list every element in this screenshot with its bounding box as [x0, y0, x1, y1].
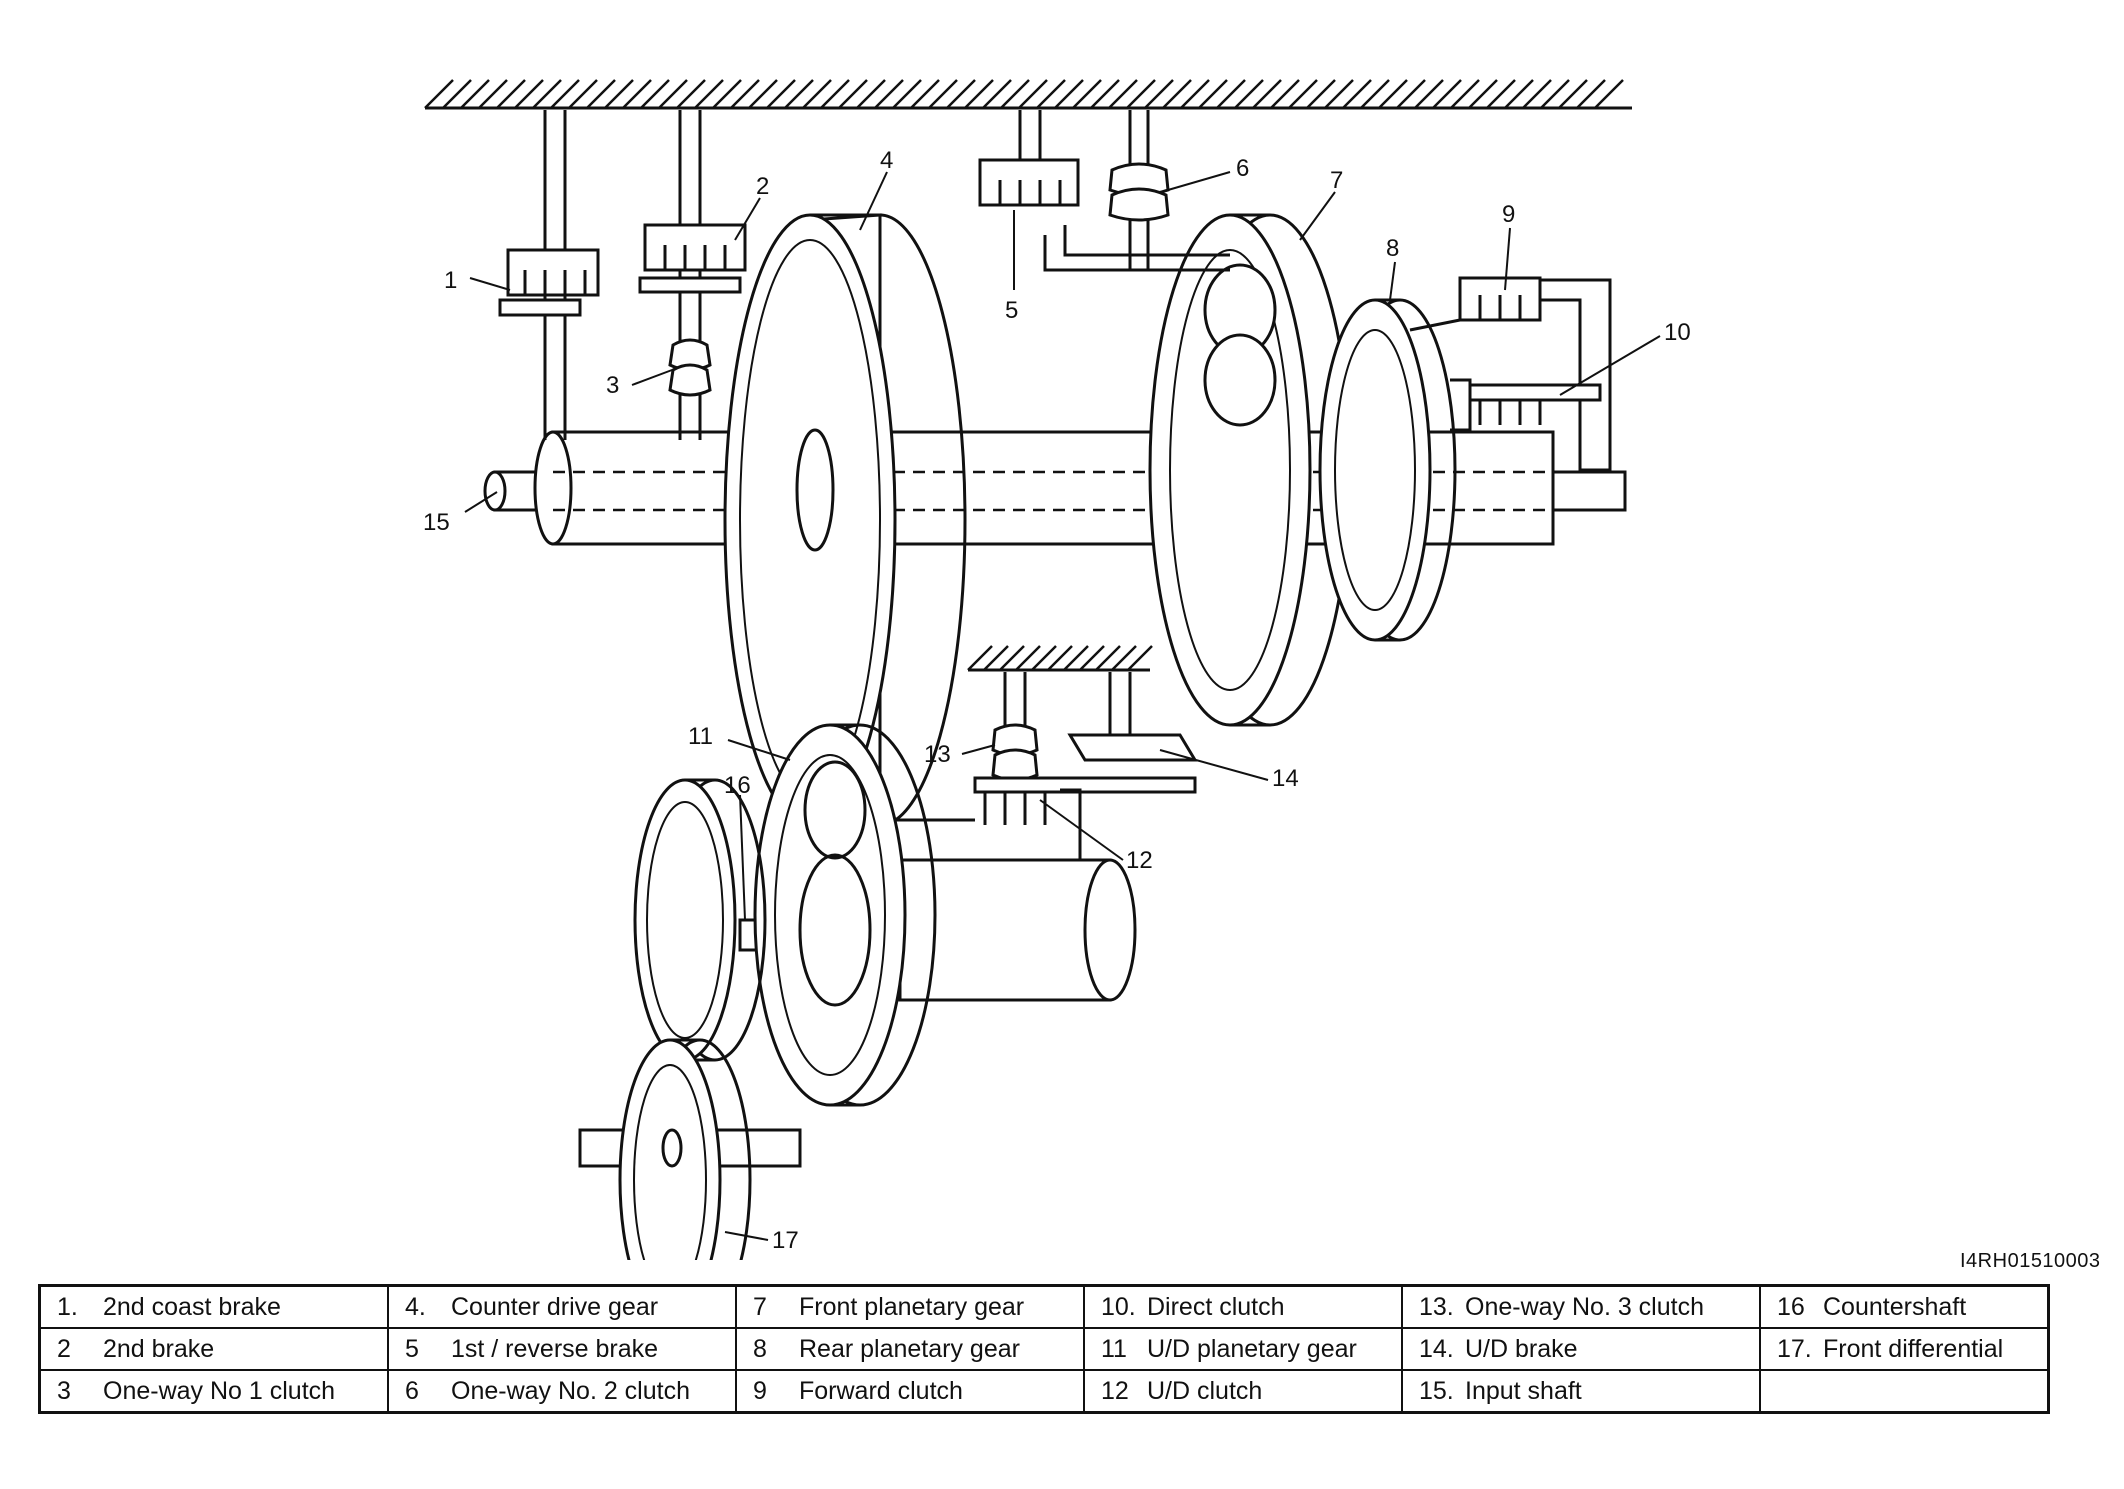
legend-row: 1.2nd coast brake 4.Counter drive gear 7… [38, 1284, 2050, 1329]
transfer-gear [633, 778, 767, 1062]
callouts: 1 2 3 4 5 6 7 8 9 10 11 12 13 14 15 16 1… [423, 147, 1691, 1254]
callout-5: 5 [1005, 297, 1018, 324]
one-way-no2-clutch [1108, 110, 1170, 270]
rear-planetary-gear [1318, 298, 1457, 642]
housing-top [424, 79, 1632, 110]
first-reverse-brake [978, 110, 1230, 272]
callout-2: 2 [756, 173, 769, 200]
front-differential [578, 1038, 802, 1260]
legend-cell [1759, 1369, 2050, 1414]
callout-10: 10 [1664, 319, 1691, 346]
legend-cell: 13.One-way No. 3 clutch [1401, 1284, 1761, 1329]
callout-11: 11 [688, 723, 713, 750]
second-coast-brake [498, 110, 600, 440]
legend-cell: 4.Counter drive gear [387, 1284, 737, 1329]
legend-cell: 1.2nd coast brake [38, 1284, 389, 1329]
callout-9: 9 [1502, 201, 1515, 228]
callout-4: 4 [880, 147, 893, 174]
callout-3: 3 [606, 372, 619, 399]
transmission-schematic: 1 2 3 4 5 6 7 8 9 10 11 12 13 14 15 16 1… [423, 79, 1691, 1260]
callout-14: 14 [1272, 765, 1299, 792]
legend-cell: 15.Input shaft [1401, 1369, 1761, 1414]
forward-clutch [1409, 276, 1612, 472]
parts-legend: 1.2nd coast brake 4.Counter drive gear 7… [38, 1284, 2050, 1414]
callout-17: 17 [772, 1227, 799, 1254]
callout-12: 12 [1126, 847, 1153, 874]
figure-code: I4RH01510003 [1960, 1250, 2101, 1272]
one-way-no1-clutch [668, 338, 712, 397]
callout-15: 15 [423, 509, 450, 536]
housing-mid [967, 645, 1153, 672]
callout-7: 7 [1330, 167, 1343, 194]
direct-clutch [1450, 378, 1602, 432]
callout-6: 6 [1236, 155, 1249, 182]
callout-1: 1 [444, 267, 457, 294]
callout-13: 13 [924, 741, 951, 768]
legend-cell: 14.U/D brake [1401, 1327, 1761, 1371]
ud-brake [1067, 672, 1198, 762]
legend-cell: 10.Direct clutch [1083, 1284, 1403, 1329]
one-way-no3-clutch [991, 672, 1039, 782]
callout-16: 16 [724, 772, 751, 799]
legend-cell: 17.Front differential [1759, 1327, 2050, 1371]
ud-clutch [973, 776, 1197, 870]
front-planetary-gear [1148, 213, 1352, 727]
ud-planetary-gear [753, 723, 937, 1107]
callout-8: 8 [1386, 235, 1399, 262]
